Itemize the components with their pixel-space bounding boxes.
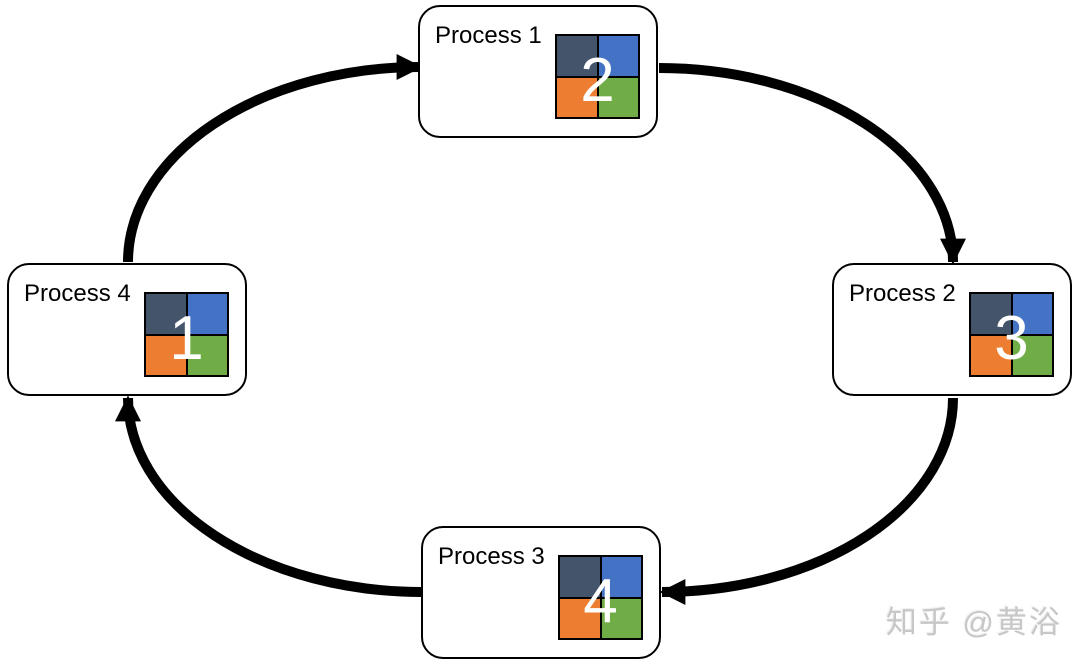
- process-3-data-grid: 4: [558, 555, 643, 640]
- quadrant-top-right: [187, 294, 227, 334]
- quadrant-bottom-left: [560, 598, 600, 638]
- quadrant-bottom-right: [601, 598, 641, 638]
- process-1-data-grid: 2: [555, 34, 640, 119]
- quadrant-bottom-left: [971, 335, 1011, 375]
- quadrant-bottom-right: [1012, 335, 1052, 375]
- quadrant-bottom-right: [187, 335, 227, 375]
- quadrant-top-left: [971, 294, 1011, 334]
- process-3-chunk-number: 4: [583, 566, 618, 636]
- quadrant-top-left: [560, 557, 600, 597]
- zhihu-watermark: 知乎 @黄浴: [885, 605, 1062, 640]
- process-2-chunk-number: 3: [994, 303, 1029, 373]
- quadrant-top-right: [601, 557, 641, 597]
- quadrant-top-left: [557, 36, 597, 76]
- process-1-label: Process 1: [435, 22, 542, 49]
- process-1-chunk-number: 2: [580, 45, 615, 115]
- quadrant-bottom-right: [598, 77, 638, 117]
- process-3-label: Process 3: [438, 543, 545, 570]
- quadrant-top-right: [1012, 294, 1052, 334]
- process-4-label: Process 4: [24, 280, 131, 307]
- process-2-label: Process 2: [849, 280, 956, 307]
- arrow-process3-to-process4: [115, 395, 423, 597]
- process-2-box: Process 2 3: [832, 263, 1072, 396]
- quadrant-bottom-left: [146, 335, 186, 375]
- quadrant-bottom-left: [557, 77, 597, 117]
- quadrant-top-right: [598, 36, 638, 76]
- process-4-box: Process 4 1: [7, 263, 247, 396]
- arrow-process2-to-process3: [659, 397, 958, 605]
- arrow-process1-to-process2: [658, 63, 966, 265]
- process-4-chunk-number: 1: [169, 303, 204, 373]
- process-2-data-grid: 3: [969, 292, 1054, 377]
- quadrant-top-left: [146, 294, 186, 334]
- process-4-data-grid: 1: [144, 292, 229, 377]
- process-3-box: Process 3 4: [421, 526, 661, 659]
- arrow-process4-to-process1: [123, 54, 423, 263]
- process-1-box: Process 1 2: [418, 5, 658, 138]
